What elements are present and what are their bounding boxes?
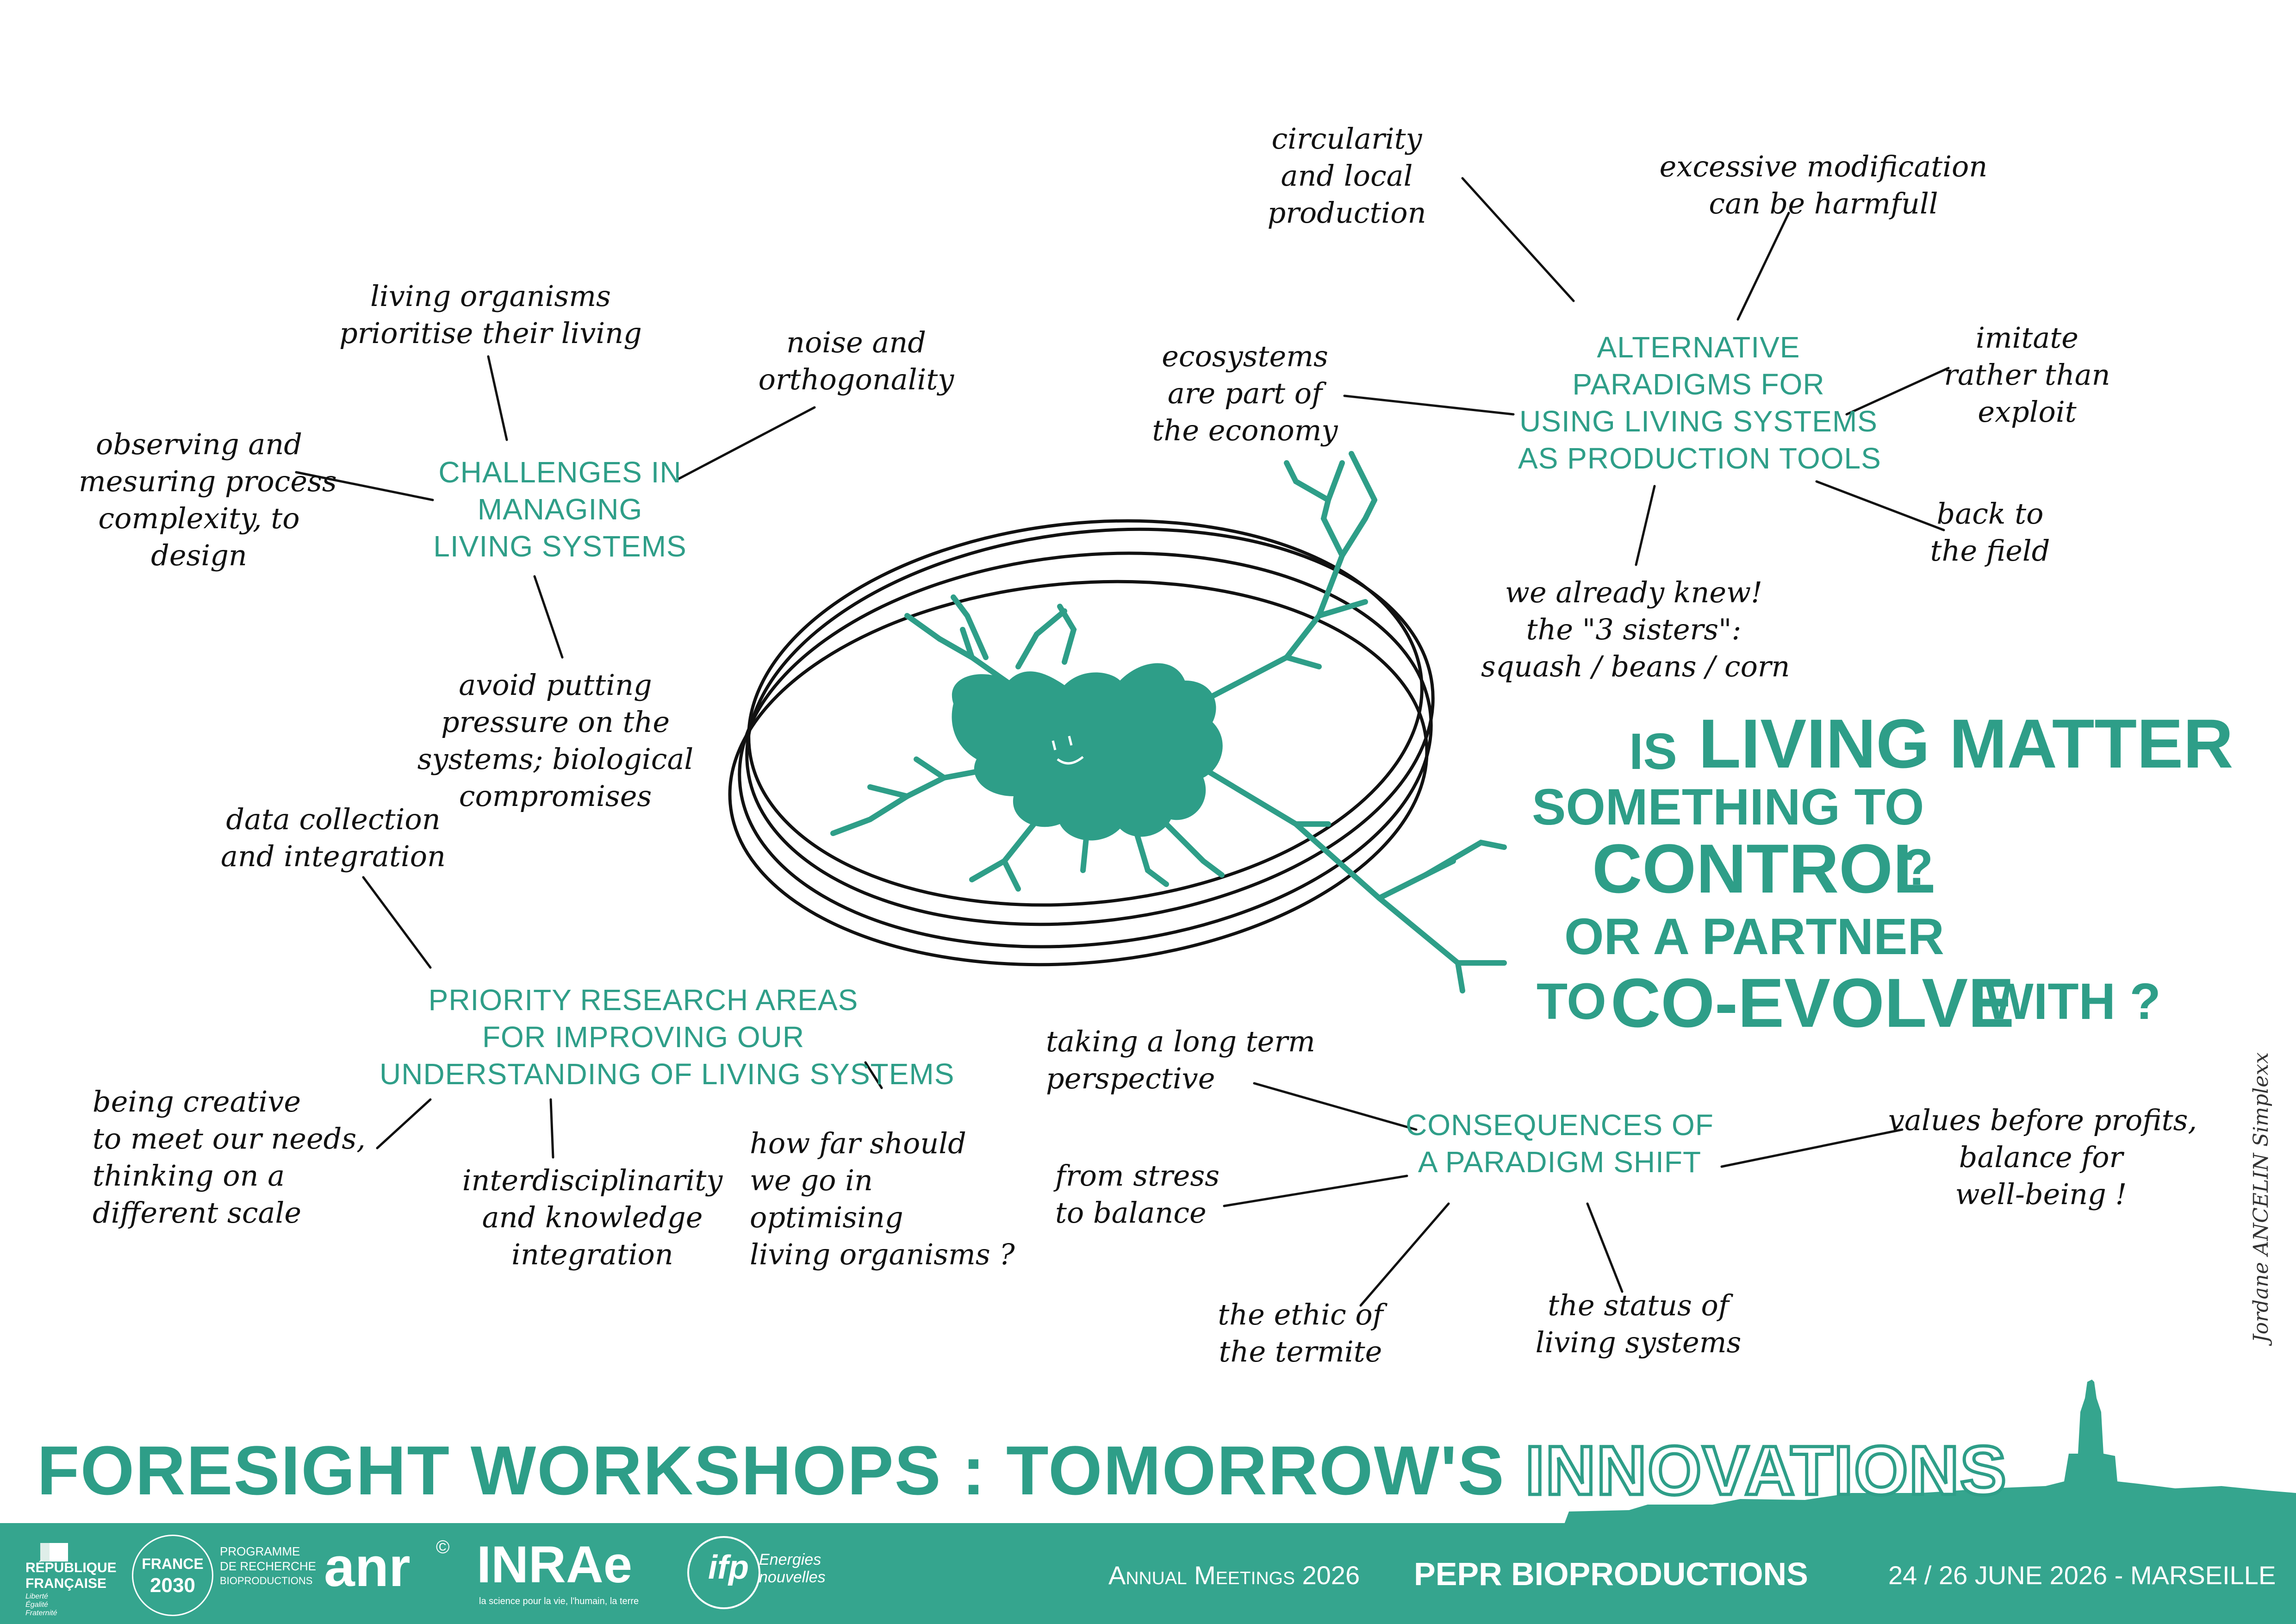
connector-circularity [1461,177,1575,302]
annual-meetings: Annual Meetings 2026 [1108,1561,1360,1590]
connector-creative [376,1098,432,1149]
topic-consequences: consequences of a paradigm shift [1406,1108,1714,1179]
question-living-matter: living matter [1699,705,2234,782]
anr-mark: © [436,1537,450,1557]
note-data-collection: data collection and integration [221,802,446,873]
ifp-logo-ring [687,1536,760,1609]
note-back-field: back to the field [1930,497,2050,568]
connector-how-far [864,1061,883,1089]
rf-marianne-icon [40,1543,68,1562]
rf-line2: FRANÇAISE [25,1576,107,1591]
question-to: to [1537,973,1606,1030]
programme-label: PROGRAMME DE RECHERCHE [220,1544,317,1573]
anr-logo: anr [324,1536,411,1598]
rf-line1: RÉPUBLIQUE [25,1560,117,1575]
question-or-partner: or a partner [1564,908,1944,965]
question-mark-1: ? [1902,839,1934,896]
note-noise: noise and orthogonality [758,325,954,396]
connector-noise [677,406,816,481]
connector-observing [295,471,434,501]
organism-body [952,663,1223,841]
question-something-to: something to [1532,779,1924,836]
connector-avoid [533,575,564,659]
ifp-logo: ifp [708,1549,749,1586]
event-dates: 24 / 26 JUNE 2026 - MARSEILLE [1888,1561,2276,1590]
connector-imitate [1845,367,1950,416]
france2030-logo [132,1535,213,1616]
connector-stress [1223,1174,1408,1207]
petri-dish [728,519,1435,967]
note-values: values before profits, balance for well-… [1888,1103,2197,1211]
artist-credit-text: Jordane ANCELIN Simplexx [2249,1052,2273,1343]
question-with: with ? [1985,973,2161,1030]
note-creative: being creative to meet our needs, thinki… [93,1085,366,1230]
note-excessive: excessive modification can be harmfull [1659,150,1988,220]
note-ethic: the ethic of the termite [1218,1298,1383,1368]
title-main: FORESIGHT WORKSHOPS : TOMORROW'S [37,1431,1525,1509]
note-observing: observing and mesuring process complexit… [79,427,337,572]
artist-credit: Jordane ANCELIN Simplexx [2249,1052,2273,1347]
note-long-term: taking a long term perspective [1046,1024,1315,1095]
connector-living-organisms [487,355,508,441]
connector-long-term [1253,1082,1418,1131]
connector-interdisciplinarity [549,1098,554,1159]
pepr-label: PEPR BIOPRODUCTIONS [1414,1556,1808,1592]
rf-flag-icon [28,1535,68,1562]
note-imitate: imitate rather than exploit [1944,321,2110,429]
france2030-top: FRANCE [142,1555,204,1572]
question-control: control [1592,830,1935,907]
note-interdisciplinarity: interdisciplinarity and knowledge integr… [462,1163,723,1271]
connector-ecosystems [1343,394,1515,416]
connector-excessive [1736,212,1790,321]
connector-lines [295,177,1950,1307]
topic-priority: priority research areas for improving ou… [380,983,955,1091]
note-stress: from stress to balance [1055,1159,1220,1230]
note-ecosystems: ecosystems are part of the economy [1152,339,1338,447]
rf-motto: Liberté Égalité Fraternité [25,1593,57,1617]
note-living-organisms: living organisms prioritise their living [339,279,642,350]
note-how-far: how far should we go in optimising livin… [750,1126,1015,1271]
skyline-silhouette [1564,1380,2296,1524]
note-circularity: circularity and local production [1267,122,1426,230]
workshop-title: FORESIGHT WORKSHOPS : TOMORROW'S INNOVAT… [37,1430,2008,1511]
organism-face [1052,736,1084,765]
connector-values [1720,1128,1904,1168]
connector-ethic [1359,1202,1450,1307]
connector-data [362,876,432,969]
question-is: is [1629,723,1677,780]
france2030-bottom: 2030 [150,1574,195,1597]
note-status: the status of living systems [1535,1288,1742,1359]
inrae-logo: INRAe [477,1536,633,1593]
topic-challenges: challenges in managing living systems [433,456,687,563]
inrae-tagline: la science pour la vie, l'humain, la ter… [479,1596,639,1606]
question-co-evolve: co-evolve [1611,964,2015,1042]
note-avoid: avoid putting pressure on the systems; b… [417,668,694,813]
connector-status [1586,1202,1624,1293]
ifp-sub: Energies nouvelles [759,1551,826,1586]
connector-already-knew [1635,485,1656,566]
topic-alternative: alternative paradigms for using living s… [1518,331,1881,475]
connector-back-field [1815,480,1945,531]
title-highlight: INNOVATIONS [1524,1430,2008,1511]
note-already-knew: we already knew! the "3 sisters": squash… [1481,575,1790,683]
programme-sub: BIOPRODUCTIONS [220,1575,313,1587]
organism-branches [830,451,1507,993]
